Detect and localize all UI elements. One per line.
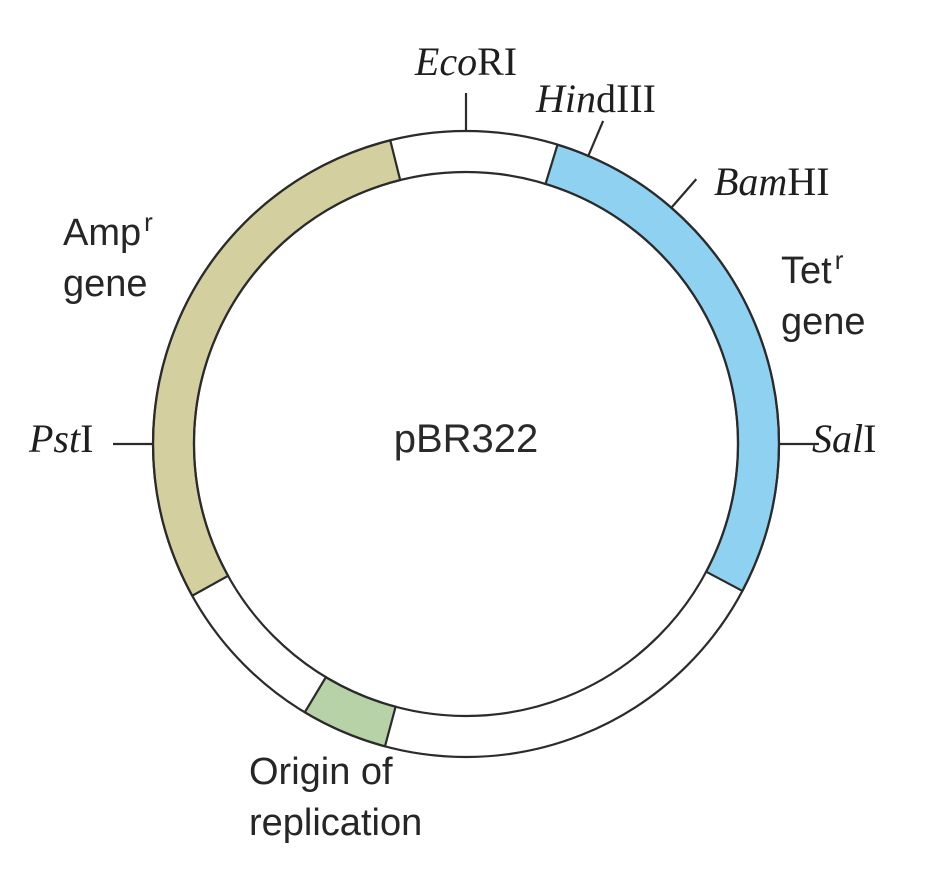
plasmid-name-label: pBR322 [394,417,539,461]
amp-gene-superscript: r [144,207,153,237]
sali-label: SalI [812,416,876,461]
bamhi-label: BamHI [714,159,830,204]
ori-label-line2: replication [249,802,422,844]
psti-label: PstI [28,416,93,461]
ring-inner-edge [192,170,740,718]
bamhi-label-roman: HI [787,159,829,204]
tet-resistance-segment [544,143,781,593]
psti-label-italic: Pst [28,416,81,461]
sali-label-roman: I [863,416,876,461]
plasmid-ring [151,129,781,759]
amp-gene-name: Amp [63,212,141,254]
psti-label-roman: I [80,416,93,461]
ecori-label-roman: RI [477,39,517,84]
sali-label-italic: Sal [812,416,863,461]
tet-gene-superscript: r [835,245,844,275]
ecori-label: EcoRI [414,39,517,84]
ecori-label-italic: Eco [414,39,477,84]
hindiii-label-italic: Hin [535,76,596,121]
tet-gene-name: Tet [781,250,832,292]
hindiii-label: HindIII [535,76,656,121]
tet-gene-label-line2: gene [781,301,866,343]
ori-label-line1: Origin of [249,751,393,793]
hindiii-site-tick [587,120,605,157]
amp-resistance-segment [151,138,402,598]
hindiii-label-roman: dIII [596,76,656,121]
amp-gene-label-line2: gene [63,263,148,305]
bamhi-label-italic: Bam [714,159,787,204]
bamhi-site-tick [670,178,698,209]
